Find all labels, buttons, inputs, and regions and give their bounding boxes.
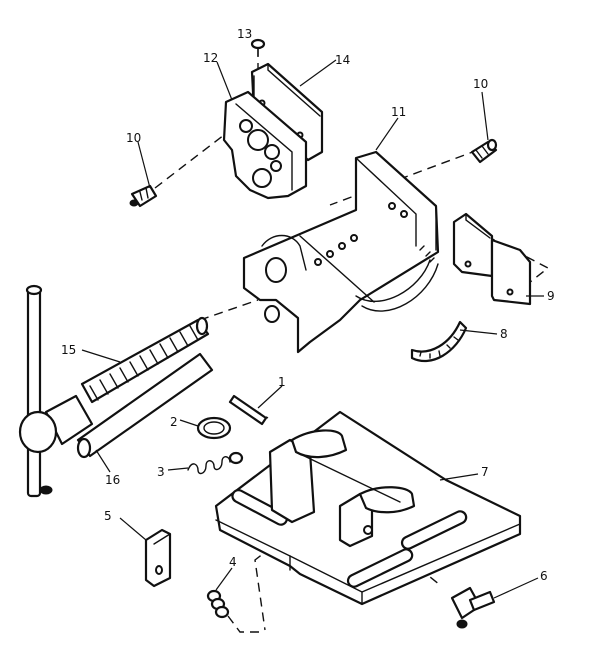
part-10-screw-right (470, 138, 498, 164)
callout-15: 15 (61, 343, 76, 357)
part-4-spring-clip (206, 589, 230, 619)
callout-4: 4 (229, 555, 237, 569)
part-10-screw-left (129, 184, 158, 208)
part-7-base (214, 410, 522, 606)
part-6-bolt (450, 586, 496, 629)
callout-labels: 1 2 3 4 5 6 7 8 9 10 10 11 12 13 14 15 1… (61, 27, 555, 583)
callout-6: 6 (540, 569, 548, 583)
part-3-spring (187, 451, 244, 475)
callout-9: 9 (547, 289, 555, 303)
part-12-movable-jaw (222, 90, 308, 200)
part-13-screw (250, 38, 266, 57)
callout-2: 2 (170, 415, 178, 429)
part-2-ring (196, 416, 232, 440)
part-1-pin (228, 394, 268, 426)
callout-11: 11 (391, 105, 406, 119)
part-16-rod (76, 352, 214, 459)
part-11-vise-body (242, 150, 440, 354)
callout-leaders (81, 59, 544, 599)
callout-8: 8 (500, 327, 508, 341)
callout-12: 12 (203, 51, 218, 65)
part-15-lead-screw (18, 284, 210, 498)
callout-1: 1 (278, 375, 286, 389)
callout-13: 13 (237, 27, 252, 41)
part-8-curved-scale (410, 320, 468, 363)
callout-10-right: 10 (473, 77, 488, 91)
callout-3: 3 (157, 465, 165, 479)
callout-10-left: 10 (126, 131, 141, 145)
callout-5: 5 (104, 509, 112, 523)
callout-7: 7 (481, 465, 489, 479)
callout-16: 16 (105, 473, 120, 487)
part-5-clamp-block (144, 528, 172, 588)
callout-14: 14 (335, 53, 350, 67)
part-9-jaw-plates (452, 212, 532, 306)
